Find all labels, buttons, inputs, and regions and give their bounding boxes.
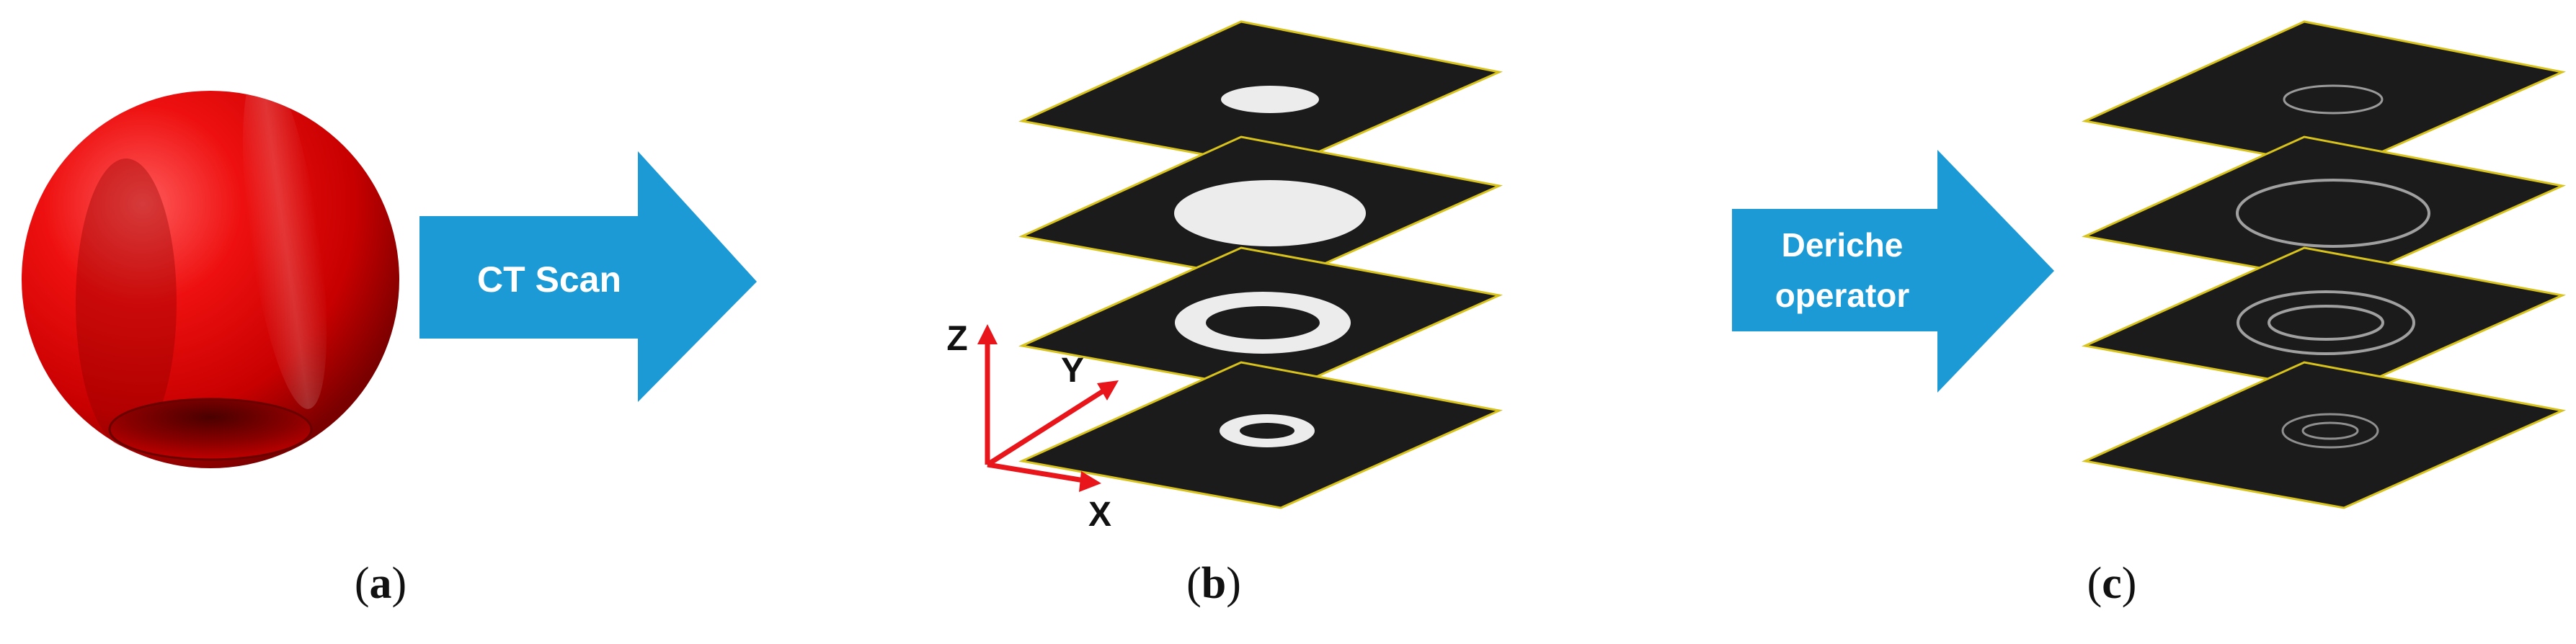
x-axis-label: X xyxy=(1088,496,1111,534)
slice-b-2 xyxy=(1018,135,1503,285)
edge-ring-inner xyxy=(2268,305,2384,341)
edge-slice-stack xyxy=(2081,20,2567,509)
panel-label-c: (c) xyxy=(2087,559,2137,608)
y-axis xyxy=(986,387,1108,467)
sphere-bottom-hole xyxy=(108,398,313,461)
deriche-label-line2: operator xyxy=(1775,277,1910,314)
slice-c-3 xyxy=(2081,246,2567,394)
slice-b-1 xyxy=(1018,20,1503,170)
solid-disc-small xyxy=(1221,86,1319,113)
ring-small-inner xyxy=(1240,423,1294,439)
ring-inner xyxy=(1206,306,1320,339)
x-axis xyxy=(987,462,1089,484)
z-axis-label: Z xyxy=(946,320,967,358)
ct-scan-label: CT Scan xyxy=(477,259,621,300)
edge-ring-small-inner xyxy=(2301,421,2359,440)
slice-b-3 xyxy=(1018,246,1504,394)
panel-label-a: (a) xyxy=(355,559,407,608)
sphere-sheen xyxy=(242,66,327,409)
panel-label-b: (b) xyxy=(1186,559,1241,608)
ct-scan-arrow-shape xyxy=(419,151,757,402)
sphere-shadow-band xyxy=(76,158,177,447)
x-axis-arrowhead xyxy=(1079,471,1101,492)
ct-slice-stack xyxy=(1018,20,1504,509)
deriche-label-line1: Deriche xyxy=(1782,226,1904,264)
coordinate-axes: Z Y X xyxy=(946,320,1119,534)
edge-circle-large xyxy=(2236,179,2430,248)
y-axis-arrowhead xyxy=(1097,380,1119,401)
edge-ring-small-outer xyxy=(2281,413,2379,449)
slice-c-1 xyxy=(2082,20,2566,170)
slice-b-4 xyxy=(1018,361,1504,509)
ct-scan-arrow: CT Scan xyxy=(419,151,757,402)
deriche-arrow-shape xyxy=(1732,150,2054,393)
slice-c-4 xyxy=(2081,361,2567,509)
edge-circle-small xyxy=(2283,84,2384,115)
sphere-model xyxy=(22,66,399,468)
deriche-operator-arrow: Deriche operator xyxy=(1732,150,2054,393)
edge-ring-outer xyxy=(2237,290,2415,355)
z-axis-arrowhead xyxy=(977,324,998,344)
y-axis-label: Y xyxy=(1061,352,1084,390)
solid-disc-large xyxy=(1174,180,1366,246)
